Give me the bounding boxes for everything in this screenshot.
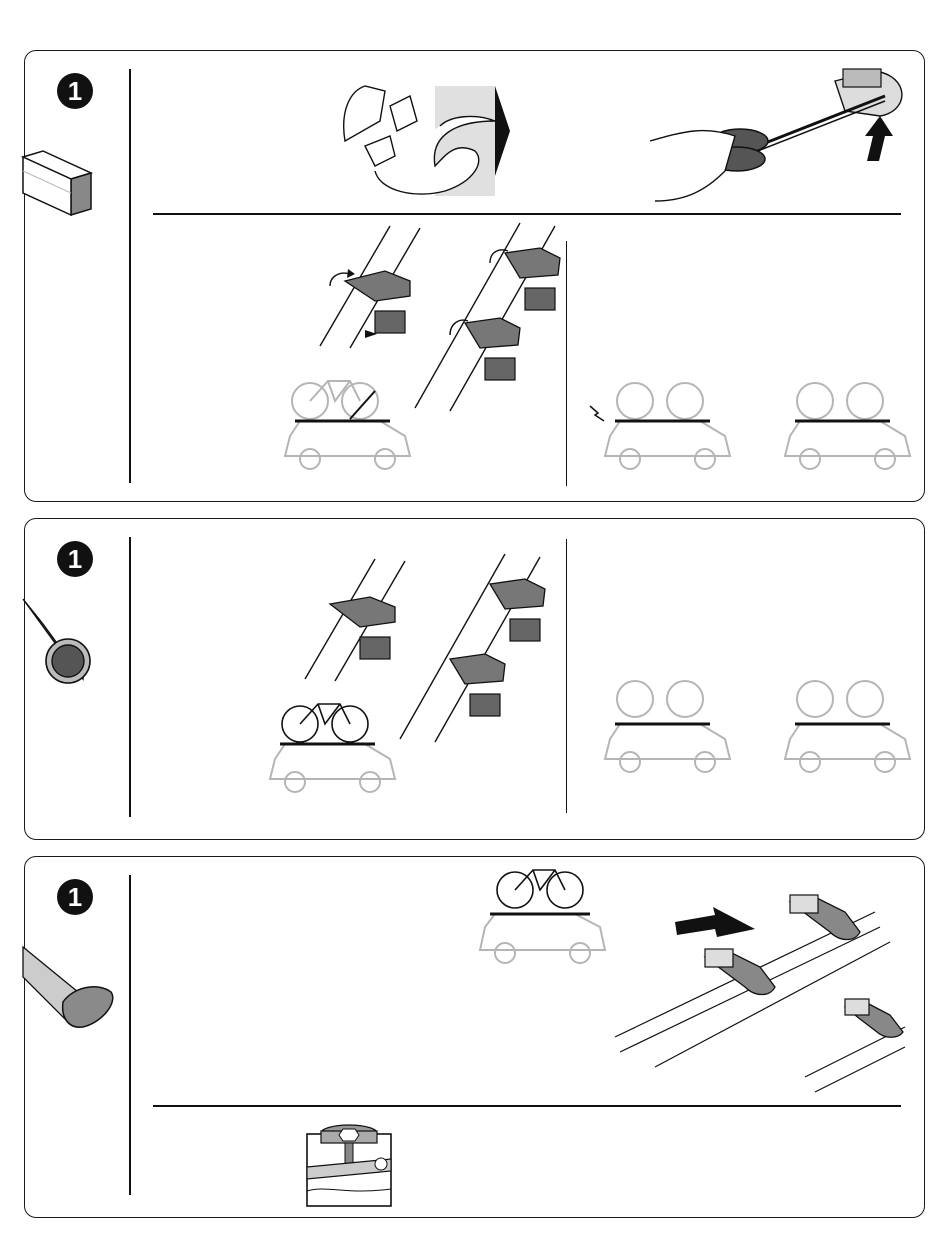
divider-vertical [129,69,131,483]
strap-clamp-icon [615,887,905,1107]
strap-clamp-icon [410,223,570,413]
step-number-badge: 1 [57,541,93,577]
car-with-bike-icon [590,371,740,471]
divider-vertical-right [566,539,567,813]
panel-square-bar: 1 [24,50,925,502]
divider-vertical [129,537,131,817]
clamp-fold-icon [335,81,530,201]
thumb-wheel-icon [307,1119,393,1207]
step-number-badge: 1 [57,73,93,109]
strap-clamp-icon [300,559,410,684]
divider-vertical [129,875,131,1195]
strap-clamp-icon [315,226,425,351]
square-bar-profile-icon [23,151,95,223]
step-number-badge: 1 [57,879,93,915]
panel-round-bar: 1 [24,518,925,840]
aero-bar-profile-icon [23,947,118,1037]
scissors-cut-icon [645,61,915,216]
car-with-bike-icon [590,669,740,779]
panel-aero-bar: 1 [24,856,925,1218]
car-with-bike-icon [780,669,920,779]
car-with-bike-icon [780,371,920,471]
car-with-bike-icon [475,862,615,967]
round-bar-profile-icon [23,599,95,689]
strap-clamp-icon [395,554,555,744]
car-with-bike-icon [280,371,420,471]
car-with-bike-icon [265,694,405,794]
